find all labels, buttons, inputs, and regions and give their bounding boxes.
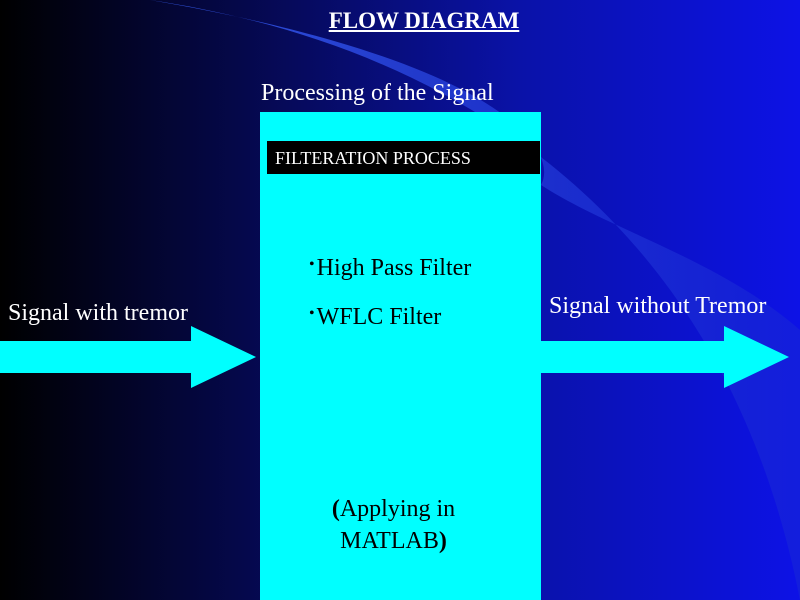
input-signal-label: Signal with tremor — [8, 300, 188, 326]
bullet-text: WFLC Filter — [316, 304, 442, 330]
process-box — [260, 112, 541, 600]
slide-title: FLOW DIAGRAM — [328, 8, 520, 33]
bullet-text: High Pass Filter — [316, 255, 472, 281]
matlab-note: (Applying in MATLAB) — [331, 496, 456, 554]
output-arrow-icon — [541, 326, 789, 388]
bullet-high-pass: •High Pass Filter — [309, 255, 471, 282]
matlab-note-line2: MATLAB — [340, 528, 439, 554]
output-signal-label: Signal without Tremor — [549, 293, 767, 319]
matlab-note-line1: Applying in — [339, 496, 456, 522]
bullet-dot-icon: • — [309, 305, 315, 322]
filteration-header: FILTERATION PROCESS — [267, 141, 540, 174]
process-title: Processing of the Signal — [261, 80, 494, 106]
bullet-dot-icon: • — [309, 256, 315, 273]
input-arrow-icon — [0, 326, 256, 388]
bullet-wflc: •WFLC Filter — [309, 304, 441, 331]
